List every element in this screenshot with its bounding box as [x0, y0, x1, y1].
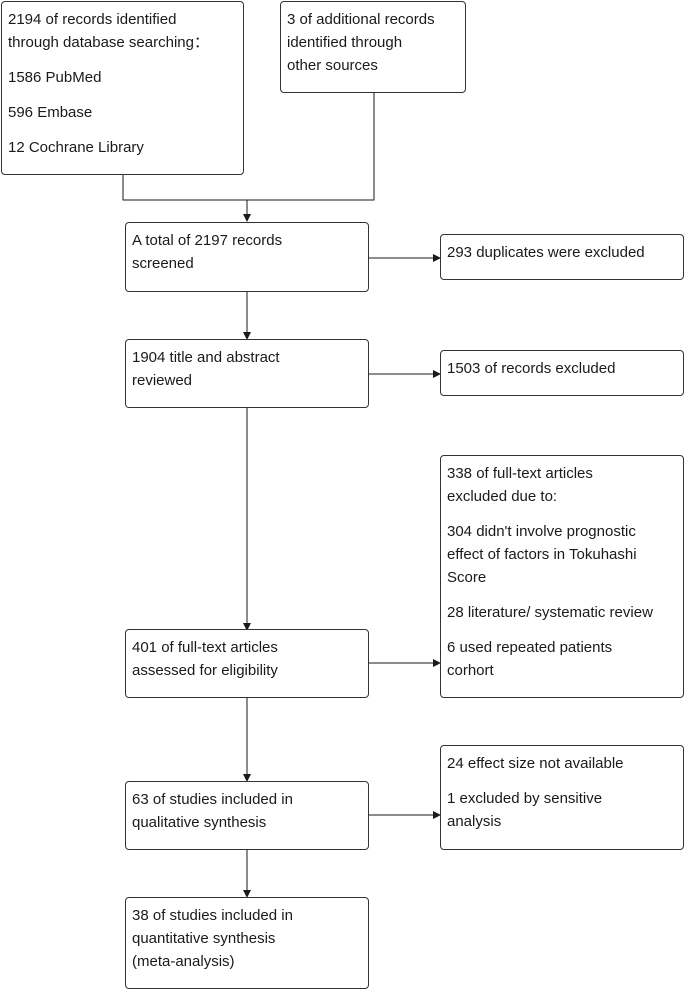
other-sources-line-3: other sources — [287, 57, 378, 74]
quantitative-synthesis-line-3: (meta-analysis) — [132, 953, 235, 970]
records-excluded-text: 1503 of records excluded — [447, 360, 616, 377]
database-total: 2194 of records identified — [8, 11, 177, 28]
qualitative-synthesis-box: 63 of studies included in qualitative sy… — [125, 781, 369, 850]
quantitative-synthesis-line-1: 38 of studies included in — [132, 907, 293, 924]
fulltext-excluded-reason-3: 6 used repeated patients — [447, 639, 613, 656]
database-cochrane: 12 Cochrane Library — [8, 139, 144, 156]
qualitative-excluded-reason-2: 1 excluded by sensitive — [447, 790, 603, 807]
connector-other-sources-down — [247, 93, 375, 201]
fulltext-assessed-line-1: 401 of full-text articles — [132, 639, 278, 656]
fulltext-assessed-box: 401 of full-text articles assessed for e… — [125, 629, 369, 698]
other-sources-box: 3 of additional records identified throu… — [280, 1, 466, 93]
fulltext-excluded-box: 338 of full-text articles excluded due t… — [440, 455, 684, 698]
database-total-cont: through database searching： — [8, 34, 209, 51]
title-abstract-line-1: 1904 title and abstract — [132, 349, 280, 366]
qualitative-excluded-reason-1: 24 effect size not available — [447, 755, 624, 772]
records-excluded-box: 1503 of records excluded — [440, 350, 684, 396]
quantitative-synthesis-line-2: quantitative synthesis — [132, 930, 276, 947]
duplicates-excluded-text: 293 duplicates were excluded — [447, 244, 645, 261]
fulltext-excluded-reason-1-cont: effect of factors in Tokuhashi — [447, 546, 637, 563]
fulltext-assessed-line-2: assessed for eligibility — [132, 662, 278, 679]
fulltext-excluded-reason-1: 304 didn't involve prognostic — [447, 523, 636, 540]
database-pubmed: 1586 PubMed — [8, 69, 102, 86]
database-search-box: 2194 of records identified through datab… — [1, 1, 244, 175]
duplicates-excluded-box: 293 duplicates were excluded — [440, 234, 684, 280]
qualitative-synthesis-line-1: 63 of studies included in — [132, 791, 293, 808]
fulltext-excluded-reason-1-end: Score — [447, 569, 487, 586]
records-screened-line-2: screened — [132, 255, 194, 272]
fulltext-excluded-reason-2: 28 literature/ systematic review — [447, 604, 653, 621]
fulltext-excluded-total-cont: excluded due to: — [447, 488, 558, 505]
other-sources-line-1: 3 of additional records — [287, 11, 435, 28]
quantitative-synthesis-box: 38 of studies included in quantitative s… — [125, 897, 369, 989]
records-screened-line-1: A total of 2197 records — [132, 232, 283, 249]
other-sources-line-2: identified through — [287, 34, 403, 51]
fulltext-excluded-total: 338 of full-text articles — [447, 465, 593, 482]
title-abstract-line-2: reviewed — [132, 372, 193, 389]
connector-database-down — [122, 175, 247, 201]
qualitative-excluded-reason-2-cont: analysis — [447, 813, 502, 830]
title-abstract-box: 1904 title and abstract reviewed — [125, 339, 369, 408]
records-screened-box: A total of 2197 records screened — [125, 222, 369, 292]
qualitative-excluded-box: 24 effect size not available 1 excluded … — [440, 745, 684, 850]
database-embase: 596 Embase — [8, 104, 93, 121]
qualitative-synthesis-line-2: qualitative synthesis — [132, 814, 267, 831]
fulltext-excluded-reason-3-cont: corhort — [447, 662, 494, 679]
